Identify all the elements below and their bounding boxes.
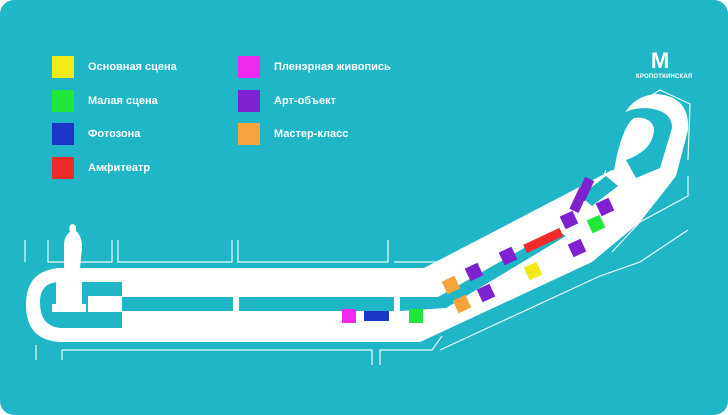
marker-main-stage [523,261,543,281]
legend-small-stage: Малая сцена [52,89,158,113]
strip-gap [233,280,239,332]
legend-main-stage: Основная сцена [52,55,177,79]
metro-loop-island [596,108,672,178]
metro-station: М КРОПОТКИНСКАЯ [636,48,693,81]
marker-master-class [452,294,472,314]
street-outline [61,349,373,365]
marker-art-object [595,197,615,217]
marker-art-object [464,262,484,282]
alley-strip [400,230,566,311]
legend-plein-air: Пленэрная живопись [238,55,391,79]
street-outline [237,240,389,263]
marker-master-class [441,275,461,295]
legend-swatch [52,56,74,78]
marker-art-object [559,210,579,230]
legend-label: Основная сцена [88,61,177,73]
alley-strip [238,297,395,311]
marker-small-stage [586,214,606,234]
legend-art-object: Арт-объект [238,89,336,113]
alley-strip [580,176,618,206]
legend-swatch [238,56,260,78]
legend-swatch [238,123,260,145]
street-outline [439,229,689,351]
street-outline [379,335,443,365]
statue-figure [64,224,82,268]
statue-icon [52,224,86,312]
legend-swatch [238,90,260,112]
metro-station-name: КРОПОТКИНСКАЯ [636,74,693,80]
marker-art-object [567,238,587,258]
legend-label: Малая сцена [88,95,158,107]
legend-swatch [52,157,74,179]
legend-label: Мастер-класс [274,128,349,140]
statue-base [52,304,86,312]
legend-label: Фотозона [88,128,141,140]
legend-master-class: Мастер-класс [238,122,348,146]
marker-art-object [498,246,518,266]
strip-gap [394,280,400,332]
statue-pedestal [56,268,82,310]
strip-gaps [233,280,400,332]
legend-label: Амфитеатр [88,162,151,174]
marker-art-object [476,283,496,303]
alley-strip [122,297,234,311]
legend-label: Арт-объект [274,95,336,107]
marker-plein-air [342,309,356,323]
metro-logo-icon: М [650,48,670,73]
street-outline [611,176,689,253]
legend-amphitheatre: Амфитеатр [52,156,150,180]
boulevard-path [26,94,689,342]
legend-swatch [52,123,74,145]
street-outline [117,240,233,263]
legend-photozone: Фотозона [52,122,140,146]
marker-photozone [364,311,389,321]
legend-swatch [52,90,74,112]
marker-amphitheatre [523,227,564,253]
marker-art-object [575,176,595,202]
legend-label: Пленэрная живопись [274,61,391,73]
marker-small-stage [409,309,423,323]
